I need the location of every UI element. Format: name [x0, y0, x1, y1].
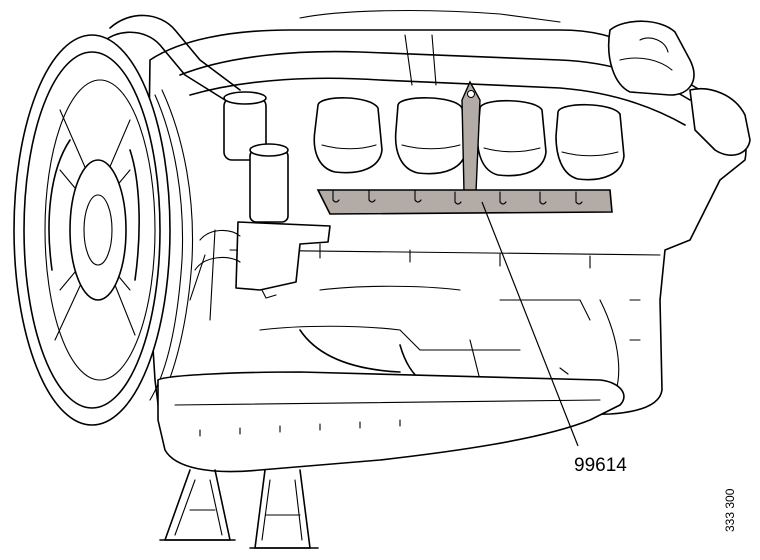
fan-assembly — [13, 34, 194, 426]
lower-block-details — [229, 239, 661, 406]
special-tool-99614 — [316, 80, 613, 215]
callout-label-99614: 99614 — [574, 455, 627, 476]
engine-stand-left — [159, 469, 236, 541]
oil-sump — [157, 371, 625, 473]
figure-reference-number: 333 300 — [723, 488, 737, 532]
cylinder-heads — [313, 97, 625, 181]
filter-assembly — [189, 91, 331, 321]
callout-leader-line — [481, 201, 579, 447]
engine-stand-right — [249, 469, 319, 549]
